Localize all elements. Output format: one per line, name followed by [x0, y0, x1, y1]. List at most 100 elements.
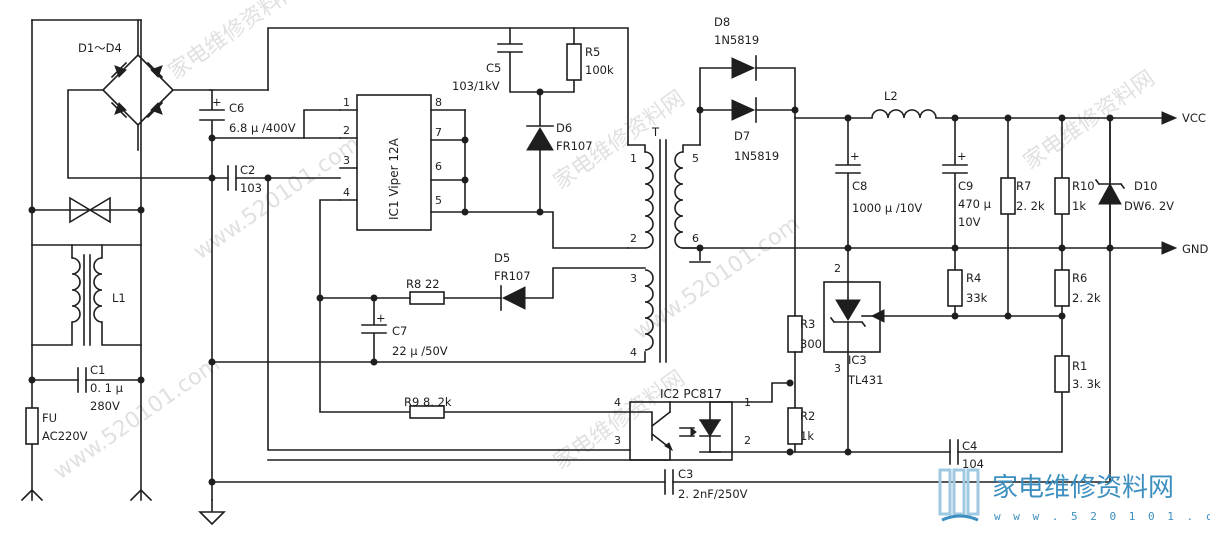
- c6-value: 6.8 μ /400V: [229, 121, 296, 135]
- c5-name: C5: [486, 61, 501, 75]
- c5-value: 103/1kV: [452, 79, 500, 93]
- t-pin: 1: [630, 152, 637, 165]
- c8-name: C8: [852, 179, 867, 193]
- transformer-t: T 1 2 3 4 5 6: [627, 125, 701, 363]
- c7-value: 22 μ /50V: [392, 344, 448, 358]
- ic1-pin: 4: [343, 186, 350, 199]
- r10-name: R10: [1072, 179, 1095, 193]
- c6-plus: +: [212, 95, 222, 109]
- c6-name: C6: [229, 101, 244, 115]
- d6-value: FR107: [556, 139, 593, 153]
- c3-value: 2. 2nF/250V: [678, 487, 748, 501]
- r8-label: R8 22: [406, 277, 440, 291]
- logo-text: 家电维修资料网: [992, 473, 1174, 503]
- ic1-pin: 7: [435, 126, 442, 139]
- c1-value: 0. 1 μ: [90, 381, 124, 395]
- r3-name: R3: [800, 317, 815, 331]
- logo-url: w w w . 5 2 0 1 0 1 . c o m: [994, 510, 1210, 523]
- aux-supply: + R8 22 D5 FR107 C7 22 μ /50V: [208, 251, 646, 366]
- gnd-label: GND: [1182, 242, 1209, 256]
- c8-value: 1000 μ /10V: [852, 201, 922, 215]
- ic3-name: IC3: [848, 353, 867, 367]
- watermark-text: www.520101.com: [189, 131, 365, 264]
- c9-value2: 10V: [958, 215, 981, 229]
- c7-plus: +: [376, 311, 386, 325]
- r7-name: R7: [1016, 179, 1031, 193]
- bridge-rectifier-d1-d4: D1～D4: [67, 19, 213, 179]
- watermark-text: 家电维修资料网: [164, 0, 305, 85]
- r7-value: 2. 2k: [1016, 199, 1045, 213]
- c1-value2: 280V: [90, 399, 120, 413]
- l2-name: L2: [884, 89, 898, 103]
- ic2-label: IC2 PC817: [660, 387, 722, 401]
- site-logo: 家电维修资料网 w w w . 5 2 0 1 0 1 . c o m: [938, 468, 1210, 523]
- l1-label: L1: [112, 291, 126, 305]
- d7-value: 1N5819: [734, 149, 779, 163]
- c8-plus: +: [850, 149, 860, 163]
- fu-name: FU: [42, 411, 57, 425]
- input-section: D1～D4 L1 C1 0. 1 μ 280V: [20, 19, 213, 502]
- c9-value: 470 μ: [958, 197, 992, 211]
- c4-value: 104: [962, 457, 984, 471]
- d10-name: D10: [1134, 179, 1158, 193]
- r10-value: 1k: [1072, 199, 1086, 213]
- r2-value: 1k: [800, 429, 814, 443]
- r6-name: R6: [1072, 271, 1087, 285]
- t-pin: 4: [630, 346, 637, 359]
- book-icon: [938, 468, 980, 522]
- t-pin: 2: [630, 232, 637, 245]
- ic3-pin: 2: [834, 262, 841, 275]
- d10-value: DW6. 2V: [1124, 199, 1174, 213]
- surge-element: [28, 196, 145, 224]
- bridge-label: D1～D4: [78, 41, 122, 55]
- hv-bus: + C6 6.8 μ /400V C2 103: [199, 27, 631, 501]
- r4-value: 33k: [966, 291, 988, 305]
- common-mode-choke-l1: L1: [31, 244, 142, 346]
- output-filter: L2 VCC GND + C8 1000 μ /10V + C9 470 μ 1…: [682, 89, 1209, 320]
- t-pin: 6: [692, 232, 699, 245]
- d5-name: D5: [494, 251, 510, 265]
- c7-name: C7: [392, 324, 407, 338]
- ic3-pin: 3: [834, 362, 841, 375]
- c4-name: C4: [962, 439, 977, 453]
- ic1-pin: 6: [435, 160, 442, 173]
- r5-name: R5: [585, 45, 600, 59]
- t-pin: 5: [692, 152, 699, 165]
- r1-name: R1: [1072, 359, 1087, 373]
- output-rectifiers: D8 1N5819 D7 1N5819: [696, 15, 799, 163]
- watermark-text: www.520101.com: [629, 211, 805, 344]
- optocoupler-ic2: IC2 PC817 4 3 1 2 R9 8. 2k: [267, 382, 791, 461]
- ic1-pin: 1: [343, 96, 350, 109]
- watermark-text: 家电维修资料网: [1019, 66, 1160, 175]
- ic2-pin: 4: [614, 396, 621, 409]
- fuse-fu: FU AC220V: [25, 407, 88, 445]
- c9-plus: +: [957, 149, 967, 163]
- watermark-text: 家电维修资料网: [549, 366, 690, 475]
- ic1-pin: 2: [343, 124, 350, 137]
- ic2-pin: 2: [744, 434, 751, 447]
- ic1-label: IC1 Viper 12A: [387, 137, 401, 220]
- snubber: C5 103/1kV R5 100k D6 FR107: [452, 27, 614, 216]
- ic2-pin: 1: [744, 396, 751, 409]
- ic3-value: TL431: [847, 373, 883, 387]
- d6-name: D6: [556, 121, 572, 135]
- d8-name: D8: [714, 15, 730, 29]
- capacitor-c1: C1 0. 1 μ 280V: [28, 363, 145, 413]
- c2-name: C2: [240, 163, 255, 177]
- c9-name: C9: [958, 179, 973, 193]
- d7-name: D7: [734, 129, 750, 143]
- ic1-pin: 8: [435, 96, 442, 109]
- c3-name: C3: [678, 467, 693, 481]
- c1-name: C1: [90, 363, 105, 377]
- r9-label: R9 8. 2k: [404, 395, 452, 409]
- r5-value: 100k: [585, 63, 614, 77]
- r2-name: R2: [800, 409, 815, 423]
- ic2-pin: 3: [614, 434, 621, 447]
- feedback-network: R3 300 R2 1k C4 104 2 3 IC3 TL431 R4 33k…: [786, 117, 1101, 471]
- t-pin: 3: [630, 272, 637, 285]
- d5-value: FR107: [494, 269, 531, 283]
- r4-name: R4: [966, 271, 981, 285]
- ic1-pin: 5: [435, 194, 442, 207]
- c2-value: 103: [240, 181, 262, 195]
